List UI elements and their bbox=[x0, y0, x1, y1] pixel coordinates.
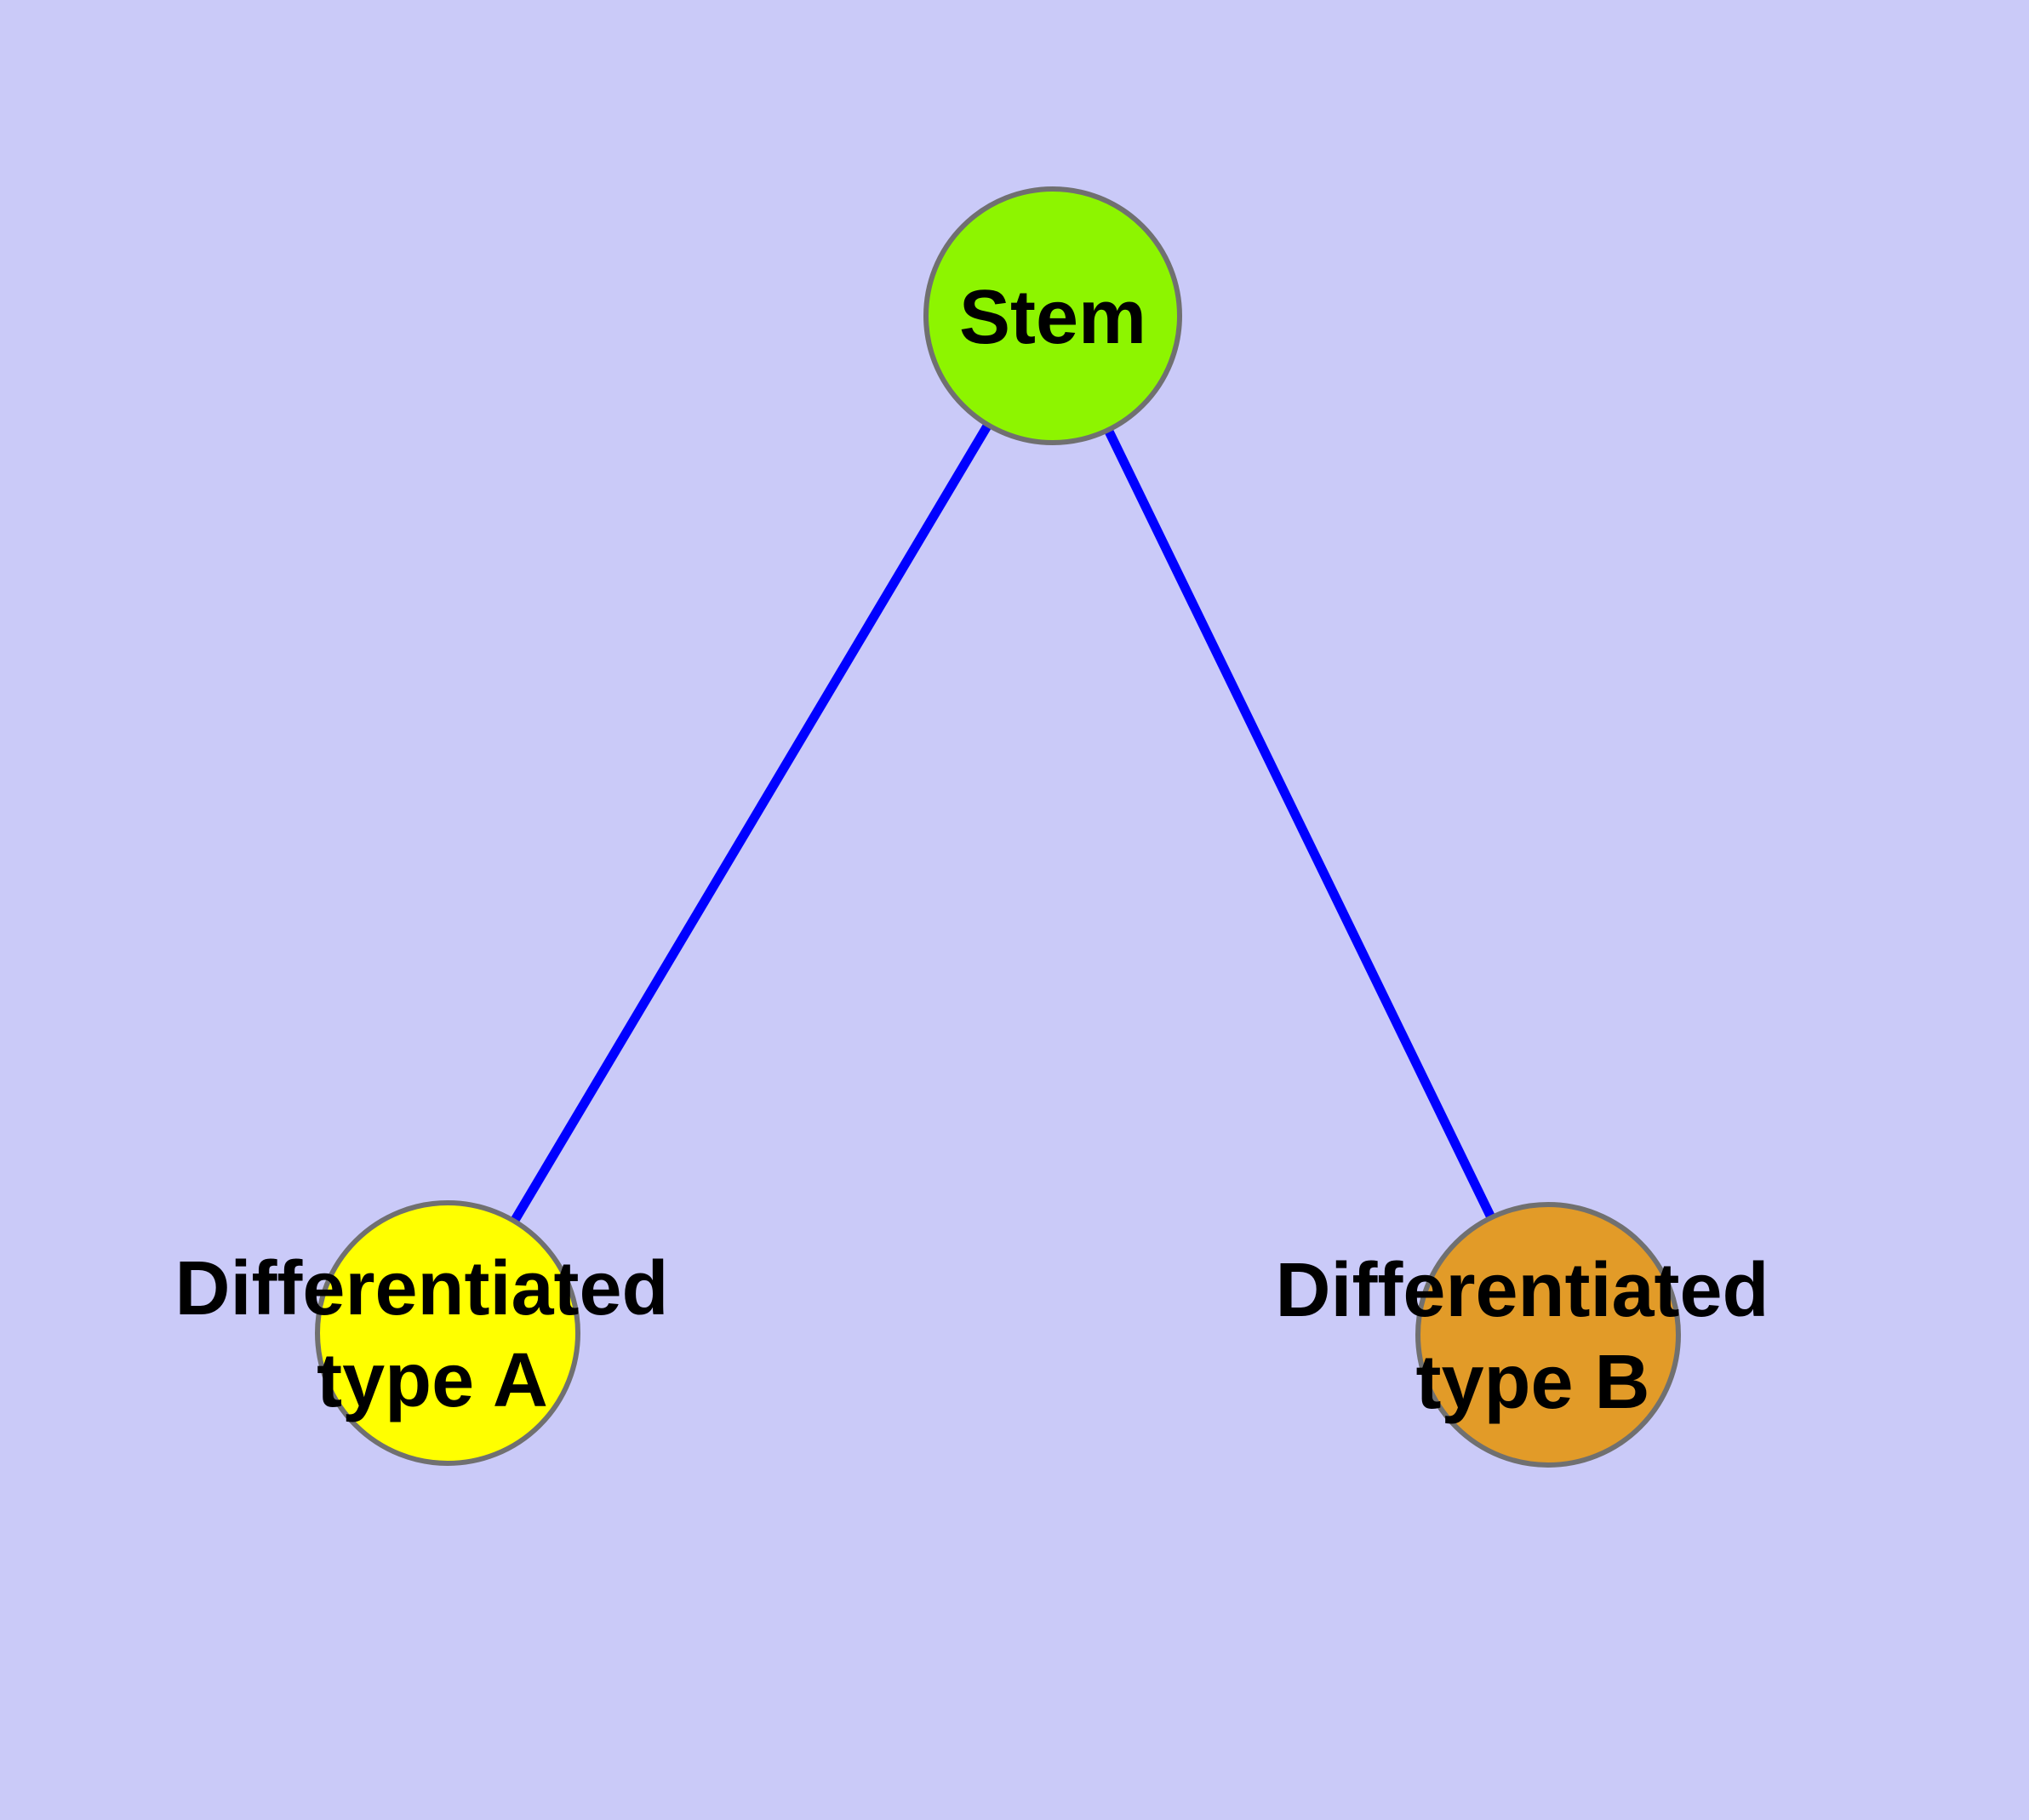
node-differentiated-type-a-circle bbox=[315, 1200, 580, 1466]
node-differentiated-type-a-label-line-1: Differentiated bbox=[174, 1246, 668, 1331]
node-differentiated-type-b-circle bbox=[1415, 1202, 1681, 1468]
node-differentiated-type-a-label-line-2: type A bbox=[317, 1338, 548, 1423]
node-differentiated-type-b: Differentiated type B bbox=[1275, 1202, 1790, 1468]
node-differentiated-type-b-label-line-2: type B bbox=[1415, 1340, 1649, 1425]
node-differentiated-type-a: Differentiated type A bbox=[174, 1200, 689, 1466]
node-differentiated-type-b-label-line-1: Differentiated bbox=[1275, 1248, 1769, 1333]
node-differentiated-type-a-label: Differentiated type A bbox=[174, 1246, 689, 1423]
node-stem-label: Stem bbox=[959, 275, 1146, 360]
node-differentiated-type-b-label: Differentiated type B bbox=[1275, 1248, 1790, 1425]
edge-stem-to-type-b bbox=[1049, 313, 1552, 1337]
edge-stem-to-type-a bbox=[443, 313, 1057, 1336]
node-stem-circle bbox=[923, 186, 1182, 445]
node-stem: Stem bbox=[923, 186, 1182, 445]
